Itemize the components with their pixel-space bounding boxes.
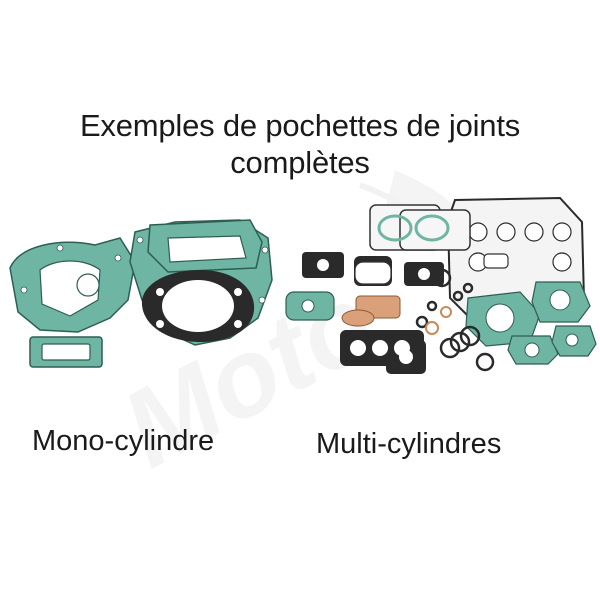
top-white-band [0, 0, 600, 92]
caption-multi-cylindres: Multi-cylindres [316, 428, 502, 460]
caption-mono-cylindre: Mono-cylindre [32, 425, 215, 457]
bottom-white-band [0, 512, 600, 600]
cylinder-head-gasket [141, 270, 255, 342]
page-title-line-2: complètes [230, 145, 370, 180]
o-rings [415, 268, 495, 372]
page-title-line-1: Exemples de pochettes de joints [79, 108, 521, 143]
head-gasket-2 [399, 209, 471, 251]
copper-gaskets [341, 295, 401, 327]
